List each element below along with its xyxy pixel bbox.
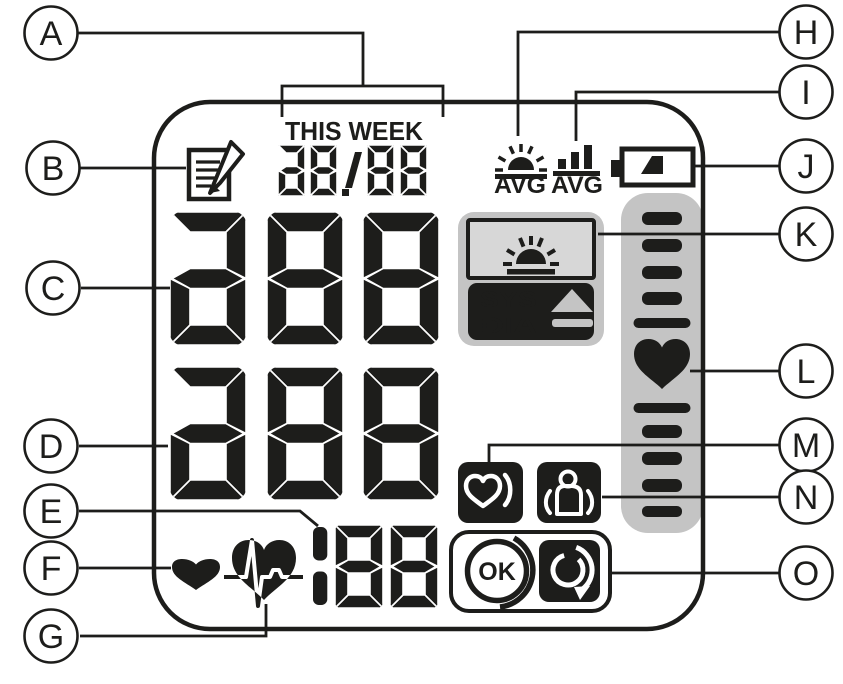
cuff-guide-group: OK	[449, 530, 612, 613]
svg-text:A: A	[40, 15, 63, 53]
callout-g: G	[23, 608, 79, 664]
svg-text:J: J	[798, 148, 815, 186]
cuff-wrap-ok-icon: OK	[464, 535, 536, 610]
svg-text:D: D	[39, 428, 64, 466]
callout-a: A	[23, 5, 79, 61]
bp-level-bar-ticks	[633, 212, 691, 517]
dia-label: DIA	[480, 313, 537, 338]
memo-icon	[186, 140, 245, 202]
svg-text:C: C	[41, 270, 66, 308]
callout-d: D	[23, 418, 79, 474]
sunrise-sys-dia-icon: SYS DIA	[458, 212, 604, 346]
ok-label: OK	[478, 558, 516, 586]
callout-l: L	[778, 343, 834, 399]
callout-line-g	[80, 604, 268, 638]
callout-line-m	[487, 443, 780, 462]
bar-chart-avg-icon: AVG	[551, 145, 603, 199]
sunrise-glyph	[503, 236, 559, 275]
callout-e: E	[23, 483, 79, 539]
svg-text:L: L	[797, 353, 816, 391]
rising-baseline	[552, 319, 593, 327]
svg-text:G: G	[38, 618, 64, 656]
svg-text:O: O	[793, 555, 819, 593]
sys-display	[169, 211, 440, 346]
heart-level-icon	[634, 339, 690, 389]
week-label: THIS WEEK	[285, 116, 423, 146]
callout-line-a	[77, 31, 445, 117]
svg-text:M: M	[792, 427, 820, 465]
callout-j: J	[778, 138, 834, 194]
sys-label: SYS	[480, 287, 537, 312]
date-display	[277, 144, 428, 197]
callout-f: F	[23, 540, 79, 596]
callout-i: I	[778, 64, 834, 120]
callout-circles: A B C D E F G H I J K L M N O	[23, 4, 834, 664]
svg-text:I: I	[801, 74, 810, 112]
bp-level-indicator-bar	[621, 193, 703, 533]
sunrise-avg-icon: AVG	[494, 144, 547, 199]
callout-h: H	[778, 4, 834, 60]
callout-line-i	[574, 90, 780, 141]
callout-b: B	[25, 140, 81, 196]
pulse-display	[313, 524, 439, 609]
callout-n: N	[778, 469, 834, 525]
svg-text:H: H	[794, 14, 819, 52]
weekly-avg-label: AVG	[551, 172, 603, 199]
svg-text:E: E	[40, 493, 63, 531]
callout-line-e	[79, 509, 319, 528]
callout-m: M	[778, 417, 834, 473]
heartbeat-icon	[172, 559, 220, 590]
dia-display	[169, 366, 440, 501]
callout-lines	[77, 30, 780, 638]
morning-avg-label: AVG	[494, 172, 546, 199]
svg-text:F: F	[41, 550, 62, 588]
callout-o: O	[778, 545, 834, 601]
callout-line-h	[516, 30, 780, 136]
pulse-heart-icon	[224, 538, 303, 608]
body-movement-icon	[537, 462, 601, 523]
callout-c: C	[25, 260, 81, 316]
irregular-heartbeat-icon	[458, 462, 523, 523]
cuff-rewrap-icon	[539, 540, 600, 602]
rising-triangle-icon	[551, 289, 593, 312]
callout-k: K	[778, 206, 834, 262]
svg-text:B: B	[42, 150, 65, 188]
display-panel-border	[151, 99, 706, 632]
svg-text:K: K	[795, 216, 818, 254]
svg-text:N: N	[794, 479, 819, 517]
